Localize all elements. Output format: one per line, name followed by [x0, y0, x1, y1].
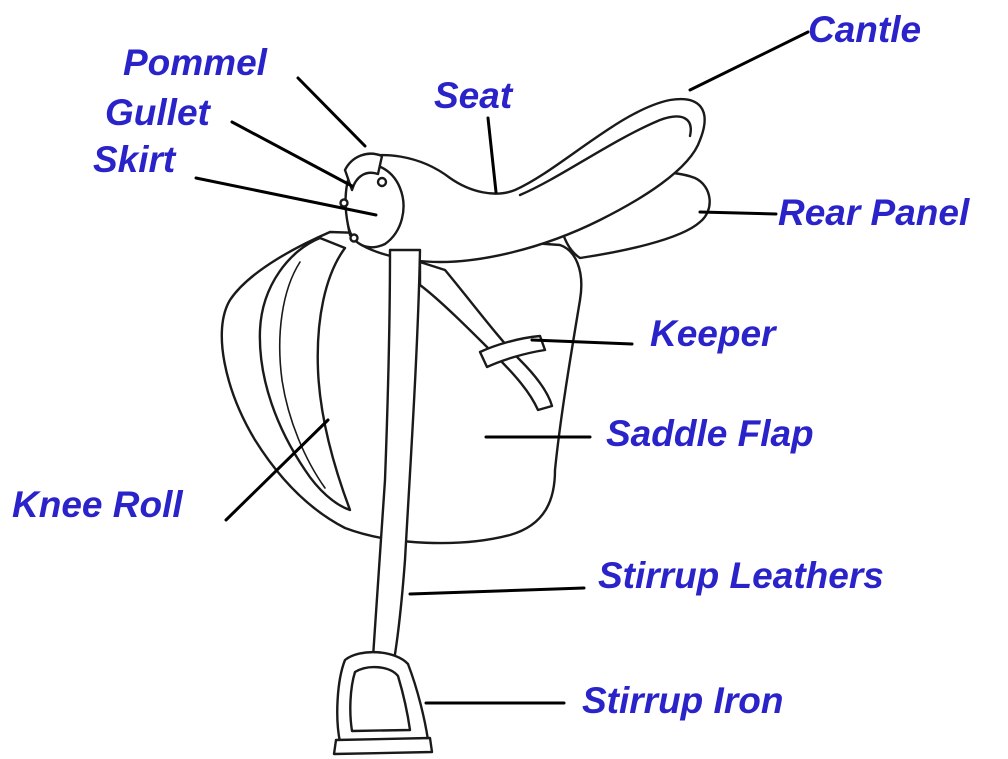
label-knee-roll: Knee Roll	[12, 485, 183, 525]
label-rear-panel: Rear Panel	[778, 193, 969, 233]
label-keeper: Keeper	[650, 314, 775, 354]
leader-rear-panel	[700, 212, 776, 214]
label-saddle-flap: Saddle Flap	[606, 414, 814, 454]
label-stirrup-iron: Stirrup Iron	[582, 681, 783, 721]
leader-gullet	[232, 122, 352, 186]
leader-seat	[488, 118, 496, 192]
leader-pommel	[298, 78, 365, 146]
label-skirt: Skirt	[93, 140, 175, 180]
label-pommel: Pommel	[123, 43, 267, 83]
label-seat: Seat	[434, 76, 512, 116]
label-stirrup-leathers: Stirrup Leathers	[598, 556, 884, 596]
skirt-rivet-1	[378, 178, 386, 186]
leader-stirrup-leathers	[410, 588, 584, 594]
label-gullet: Gullet	[105, 93, 210, 133]
skirt-rivet-2	[341, 200, 348, 207]
leader-cantle	[690, 32, 808, 90]
stirrup-iron-tread	[334, 738, 432, 754]
label-cantle: Cantle	[808, 10, 921, 50]
skirt-rivet-3	[351, 235, 358, 242]
